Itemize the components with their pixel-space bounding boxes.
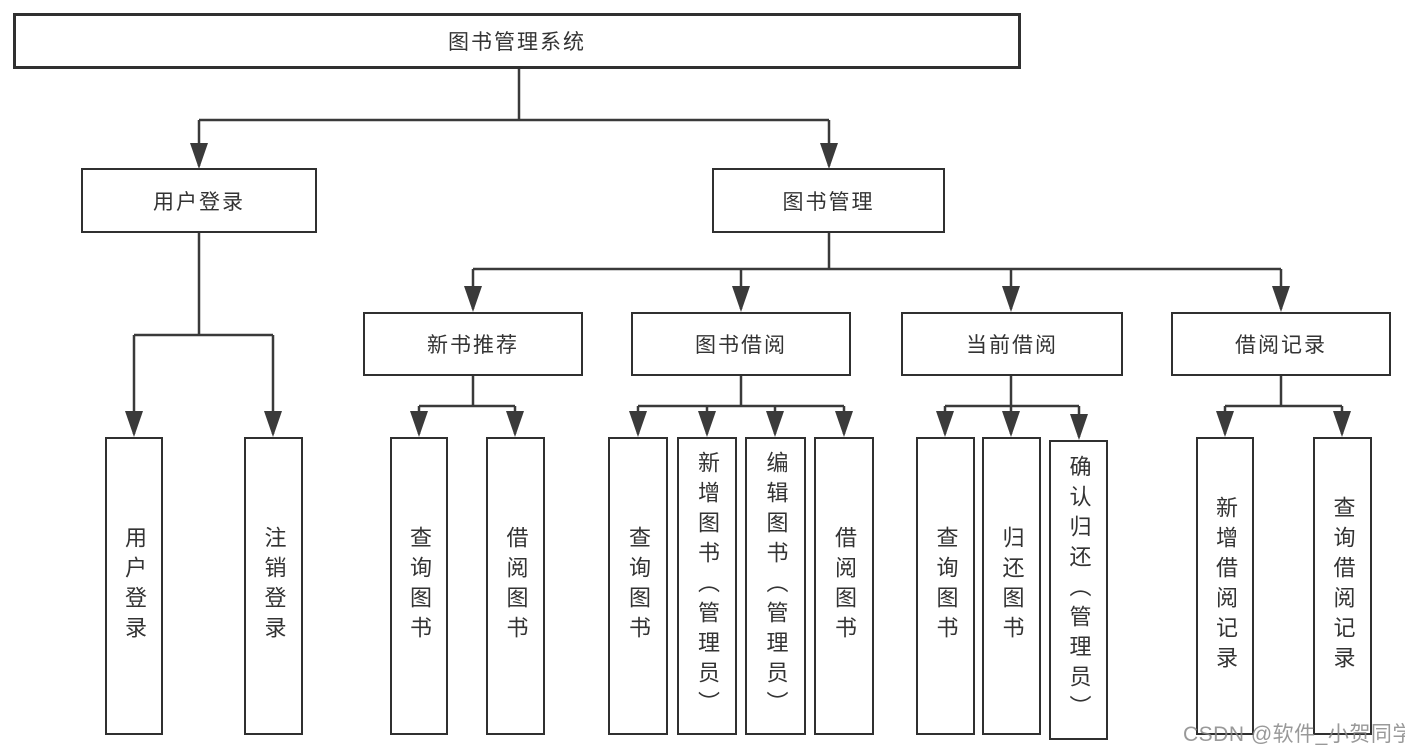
leaf-borrow-query-books: 查询图书 <box>608 437 668 735</box>
arrow-down-icon <box>698 411 716 437</box>
leaf-newbook-borrow-books: 借阅图书 <box>486 437 545 735</box>
arrow-down-icon <box>264 411 282 437</box>
node-user-login: 用户登录 <box>81 168 317 233</box>
node-book-borrowing: 图书借阅 <box>631 312 851 376</box>
leaf-newbook-query-books: 查询图书 <box>390 437 448 735</box>
arrow-down-icon <box>1002 411 1020 437</box>
node-book-management: 图书管理 <box>712 168 945 233</box>
arrow-down-icon <box>1216 411 1234 437</box>
leaf-current-confirm-return-admin: 确认归还（管理员） <box>1049 440 1108 740</box>
arrow-down-icon <box>835 411 853 437</box>
arrow-down-icon <box>410 411 428 437</box>
node-book-borrowing-label: 图书借阅 <box>695 334 787 357</box>
arrow-down-icon <box>629 411 647 437</box>
arrow-down-icon <box>506 411 524 437</box>
node-borrow-records: 借阅记录 <box>1171 312 1391 376</box>
leaf-borrow-add-books-admin: 新增图书（管理员） <box>677 437 737 735</box>
node-new-book-recommend-label: 新书推荐 <box>427 334 519 357</box>
tree-edges <box>132 69 1344 437</box>
leaf-logout: 注销登录 <box>244 437 303 735</box>
arrow-down-icon <box>732 286 750 312</box>
node-root-label: 图书管理系统 <box>448 31 586 54</box>
arrow-down-icon <box>820 143 838 169</box>
node-user-login-label: 用户登录 <box>153 190 245 214</box>
arrow-down-icon <box>1333 411 1351 437</box>
arrow-down-icon <box>464 286 482 312</box>
node-book-management-label: 图书管理 <box>782 190 875 214</box>
leaf-borrow-borrow-books: 借阅图书 <box>814 437 874 735</box>
node-new-book-recommend: 新书推荐 <box>363 312 583 376</box>
leaf-current-return-books: 归还图书 <box>982 437 1041 735</box>
node-root: 图书管理系统 <box>13 13 1021 69</box>
leaf-current-query-books: 查询图书 <box>916 437 975 735</box>
leaf-user-login: 用户登录 <box>105 437 163 735</box>
arrow-down-icon <box>190 143 208 169</box>
arrow-down-icon <box>125 411 143 437</box>
arrow-down-icon <box>1002 286 1020 312</box>
arrow-down-icon <box>766 411 784 437</box>
node-borrow-records-label: 借阅记录 <box>1235 334 1327 357</box>
arrow-down-icon <box>936 411 954 437</box>
node-current-borrowing-label: 当前借阅 <box>966 334 1058 357</box>
leaf-records-add-record: 新增借阅记录 <box>1196 437 1254 735</box>
arrow-down-icons <box>125 143 1351 440</box>
leaf-records-query-record: 查询借阅记录 <box>1313 437 1372 735</box>
arrow-down-icon <box>1070 414 1088 440</box>
arrow-down-icon <box>1272 286 1290 312</box>
node-current-borrowing: 当前借阅 <box>901 312 1123 376</box>
leaf-borrow-edit-books-admin: 编辑图书（管理员） <box>745 437 806 735</box>
csdn-watermark: CSDN @软件_小贺同学 <box>1183 723 1405 746</box>
